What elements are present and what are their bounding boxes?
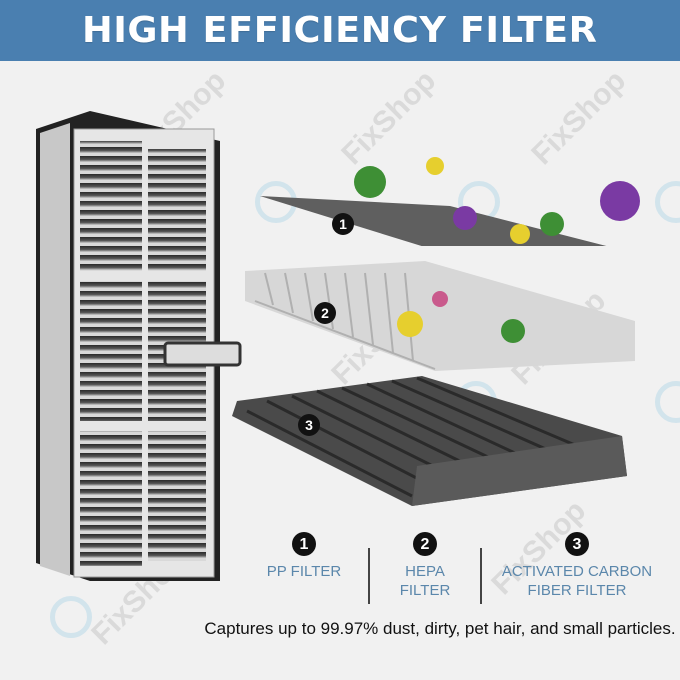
- legend-item-pp: 1 PP FILTER: [240, 532, 368, 581]
- divider: [368, 548, 370, 604]
- carbon-filter-layer-icon: [232, 376, 627, 506]
- hepa-filter-layer-icon: [245, 261, 635, 371]
- divider: [480, 548, 482, 604]
- caption-text: Captures up to 99.97% dust, dirty, pet h…: [204, 619, 676, 638]
- number-badge: 1: [292, 532, 316, 556]
- layer-legend: 1 PP FILTER 2 HEPA FILTER 3 ACTIVATED CA…: [240, 532, 680, 604]
- legend-label: ACTIVATED CARBON FIBER FILTER: [501, 563, 653, 599]
- title-banner: HIGH EFFICIENCY FILTER: [0, 0, 680, 61]
- legend-item-carbon: 3 ACTIVATED CARBON FIBER FILTER: [482, 532, 672, 600]
- watermark-logo-icon: [655, 381, 680, 423]
- legend-item-hepa: 2 HEPA FILTER: [370, 532, 480, 600]
- layer-3-badge: 3: [298, 414, 320, 436]
- filter-cartridge-icon: [36, 111, 242, 581]
- product-illustration: FixShop FixShop FixShop FixShop FixShop …: [0, 61, 680, 680]
- number-badge: 3: [565, 532, 589, 556]
- layer-1-badge: 1: [332, 213, 354, 235]
- legend-label: PP FILTER: [266, 563, 342, 580]
- watermark-logo-icon: [50, 596, 92, 638]
- pp-filter-layer-icon: [260, 157, 640, 246]
- layer-2-badge: 2: [314, 302, 336, 324]
- legend-label: HEPA FILTER: [399, 563, 451, 599]
- number-badge: 2: [413, 532, 437, 556]
- page-title: HIGH EFFICIENCY FILTER: [82, 10, 598, 51]
- watermark-logo-icon: [655, 181, 680, 223]
